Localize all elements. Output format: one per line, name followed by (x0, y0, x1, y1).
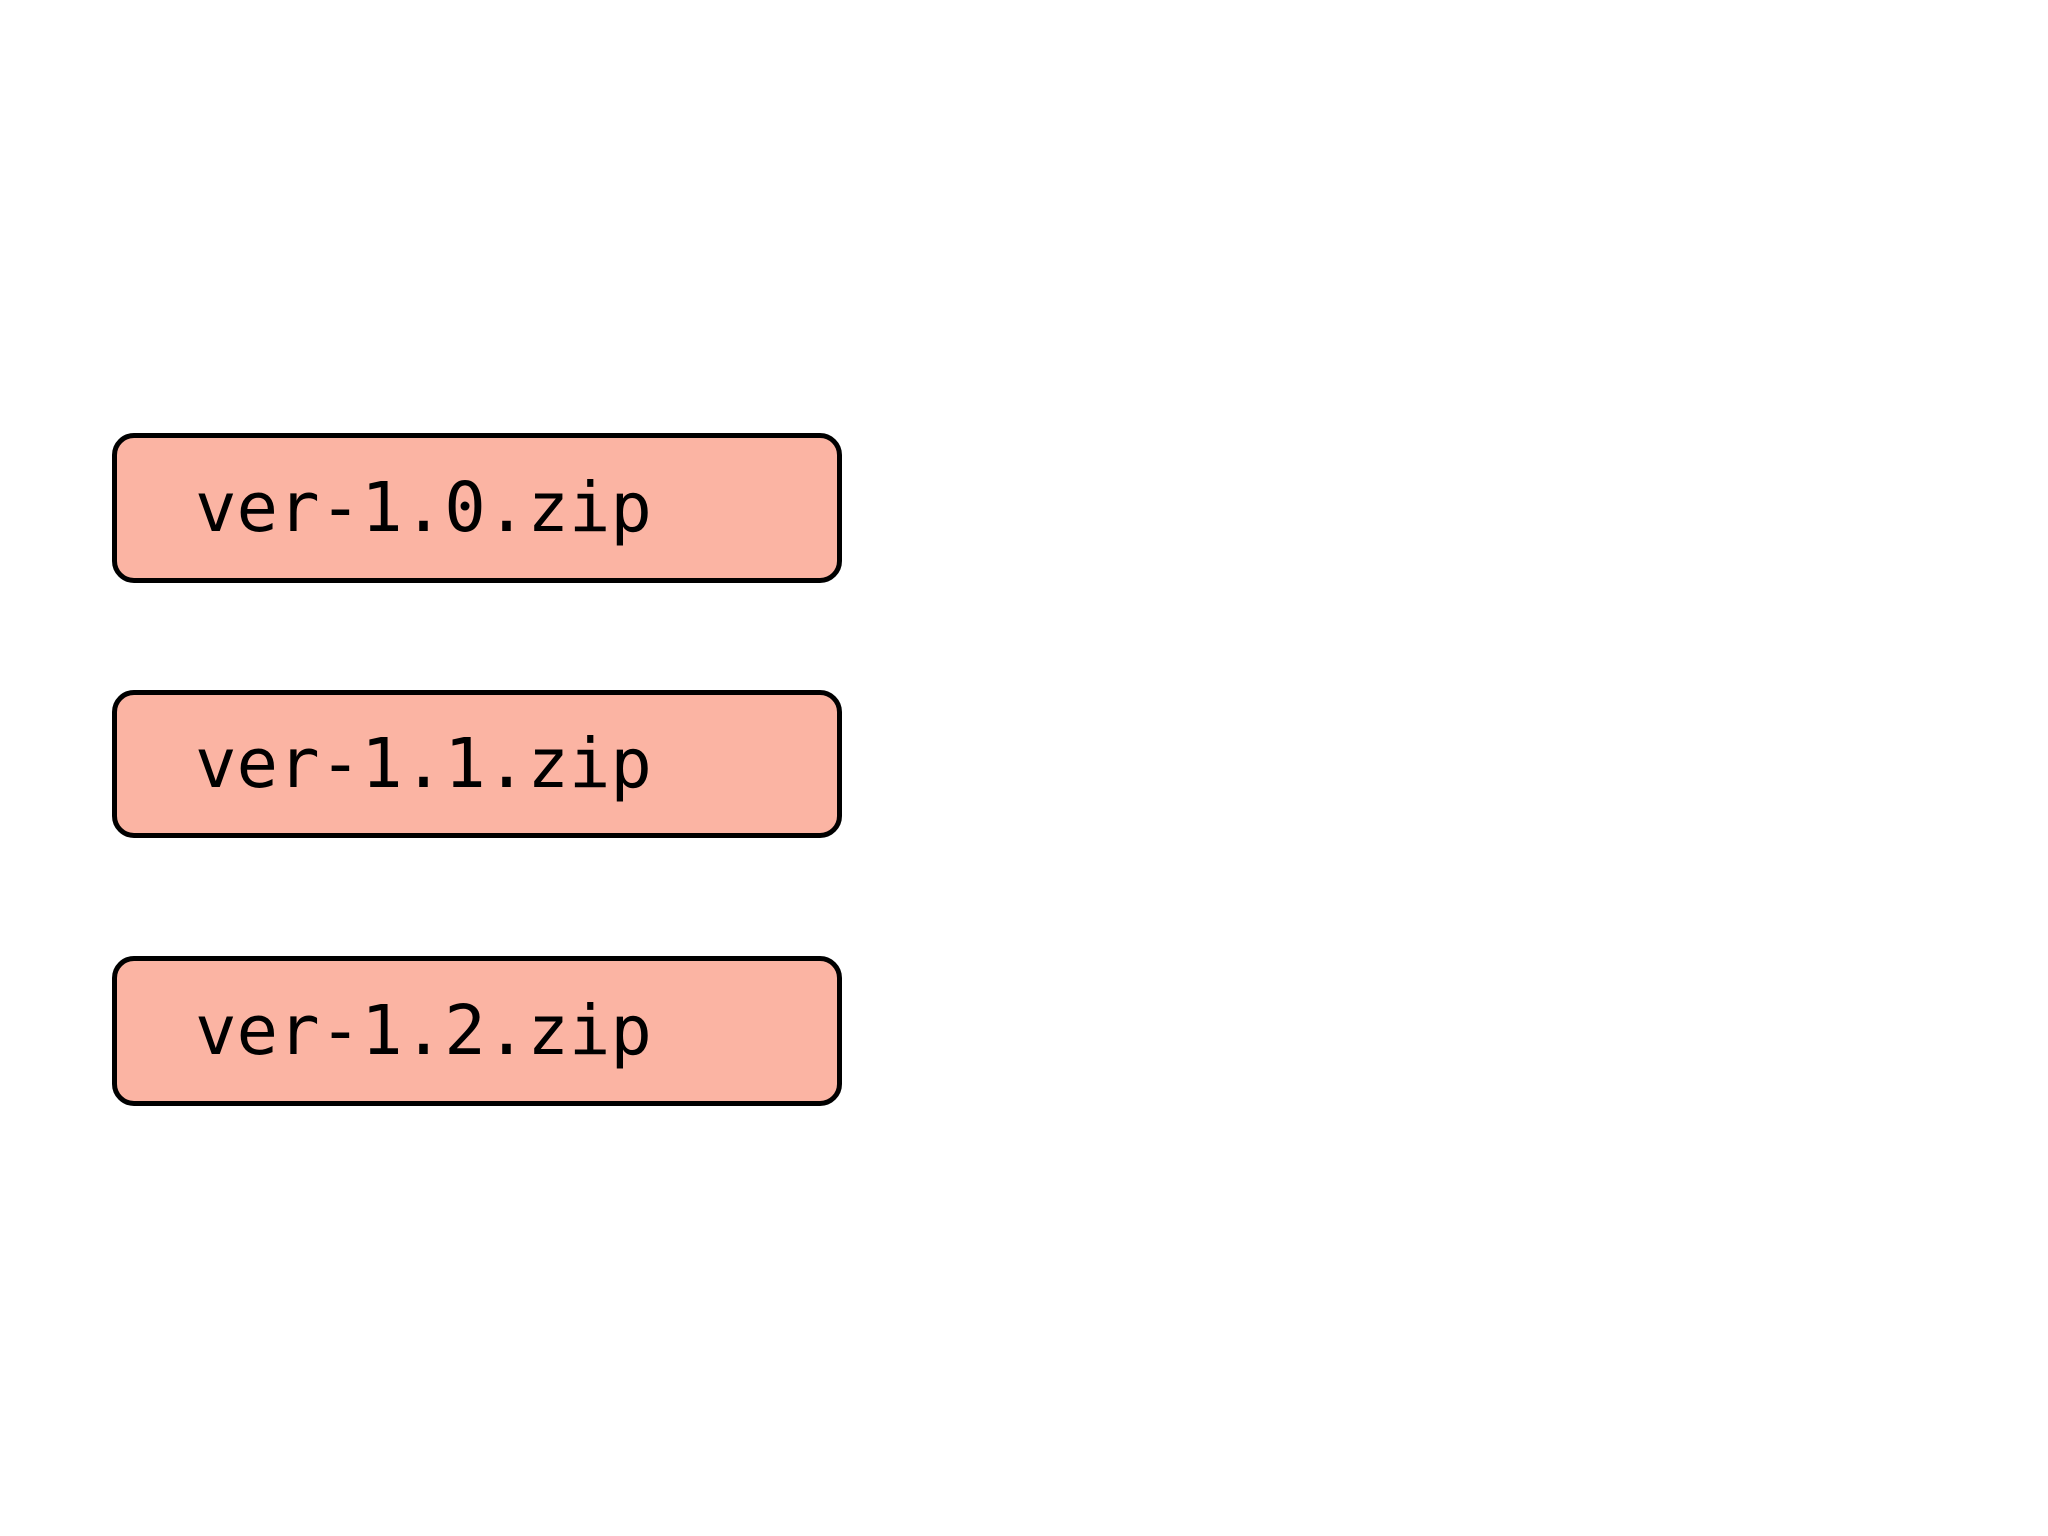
node-label: ver-1.1.zip (195, 723, 652, 804)
node-ver-1-0-zip[interactable]: ver-1.0.zip (112, 433, 842, 583)
node-ver-1-1-zip[interactable]: ver-1.1.zip (112, 690, 842, 838)
node-ver-1-2-zip[interactable]: ver-1.2.zip (112, 956, 842, 1106)
node-label: ver-1.0.zip (195, 467, 652, 548)
node-label: ver-1.2.zip (195, 990, 652, 1071)
